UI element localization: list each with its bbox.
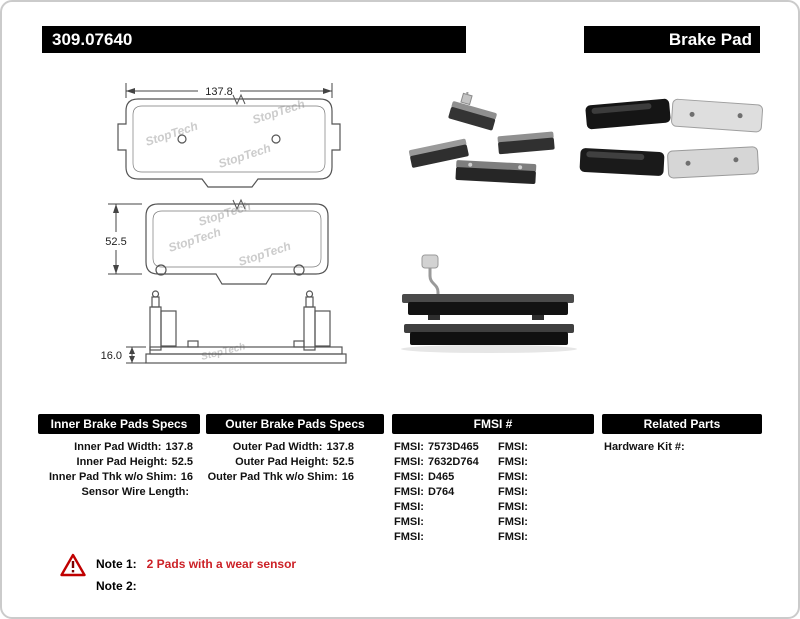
side-view-drawing [145, 290, 347, 364]
fmsi-row: FMSI: [498, 486, 528, 498]
fmsi-row: FMSI:7632D764 [394, 456, 479, 468]
product-photo-side [401, 254, 577, 353]
wear-sensor [421, 254, 440, 298]
svg-text:StopTech: StopTech [237, 239, 293, 269]
part-number: 309.07640 [52, 30, 133, 49]
note-1-label: Note 1: [96, 557, 137, 571]
page-title: Brake Pad [668, 30, 752, 49]
spec-row: Outer Pad Height:52.5 [235, 456, 354, 468]
related-row: Hardware Kit #: [604, 441, 685, 453]
width-dimension [125, 83, 333, 98]
warning-icon [60, 553, 86, 577]
note-1-text: 2 Pads with a wear sensor [146, 557, 297, 571]
thickness-dimension [126, 346, 146, 364]
spec-row: Inner Pad Height:52.5 [76, 456, 193, 468]
pad-photo-group-right [579, 98, 764, 179]
fmsi-row: FMSI: [394, 501, 424, 513]
side-pad-bottom [404, 324, 574, 345]
dim-width-label: 137.8 [205, 86, 233, 98]
spec-row: Inner Pad Width:137.8 [74, 441, 193, 453]
dim-thickness-label: 16.0 [101, 350, 122, 362]
dim-height-label: 52.5 [105, 236, 126, 248]
header-related-parts: Related Parts [602, 414, 762, 434]
note-2-label: Note 2: [96, 579, 137, 593]
svg-text:StopTech: StopTech [217, 141, 273, 171]
pad-photo-group-left [408, 92, 555, 185]
spec-row: Inner Pad Thk w/o Shim:16 [49, 471, 193, 483]
fmsi-row: FMSI:D764 [394, 486, 455, 498]
part-number-bar: 309.07640 [42, 26, 466, 53]
svg-text:StopTech: StopTech [251, 97, 307, 127]
height-dimension [108, 203, 142, 275]
fmsi-row: FMSI: [498, 516, 528, 528]
header-inner-specs: Inner Brake Pads Specs [38, 414, 200, 434]
technical-drawing: StopTech StopTech StopTech StopTech Stop… [101, 83, 347, 364]
spec-row: Outer Pad Width:137.8 [232, 441, 354, 453]
spec-row: Sensor Wire Length: [81, 486, 189, 498]
fmsi-row: FMSI: [498, 531, 528, 543]
fmsi-row: FMSI: [498, 456, 528, 468]
svg-text:StopTech: StopTech [200, 341, 247, 363]
note-2: Note 2: [96, 579, 147, 593]
inner-specs-column: Inner Pad Width:137.8 Inner Pad Height:5… [38, 440, 193, 500]
product-photo-pads [408, 92, 764, 185]
fmsi-row: FMSI: [394, 531, 424, 543]
spec-row: Outer Pad Thk w/o Shim:16 [207, 471, 354, 483]
fmsi-row: FMSI: [498, 501, 528, 513]
related-parts-column: Hardware Kit #: [604, 440, 762, 455]
svg-text:StopTech: StopTech [144, 119, 200, 149]
fmsi-row: FMSI: [498, 441, 528, 453]
fmsi-row: FMSI:D465 [394, 471, 455, 483]
fmsi-row: FMSI: [498, 471, 528, 483]
watermark-layer: StopTech StopTech StopTech StopTech Stop… [144, 97, 307, 363]
header-fmsi: FMSI # [392, 414, 594, 434]
warning-triangle [60, 553, 86, 582]
fmsi-row: FMSI: [394, 516, 424, 528]
product-type-bar: Brake Pad [584, 26, 760, 53]
outer-specs-column: Outer Pad Width:137.8 Outer Pad Height:5… [206, 440, 354, 485]
header-outer-specs: Outer Brake Pads Specs [206, 414, 384, 434]
svg-text:StopTech: StopTech [197, 199, 253, 229]
fmsi-row: FMSI:7573D465 [394, 441, 479, 453]
side-pad-top [402, 294, 574, 320]
fmsi-column-1: FMSI:7573D465 FMSI:7632D764 FMSI:D465 FM… [394, 440, 494, 545]
svg-text:StopTech: StopTech [167, 225, 223, 255]
note-1: Note 1: 2 Pads with a wear sensor [96, 557, 296, 571]
outer-pad-drawing [117, 93, 341, 188]
fmsi-column-2: FMSI: FMSI: FMSI: FMSI: FMSI: FMSI: FMSI… [498, 440, 568, 545]
inner-pad-drawing [145, 198, 329, 285]
